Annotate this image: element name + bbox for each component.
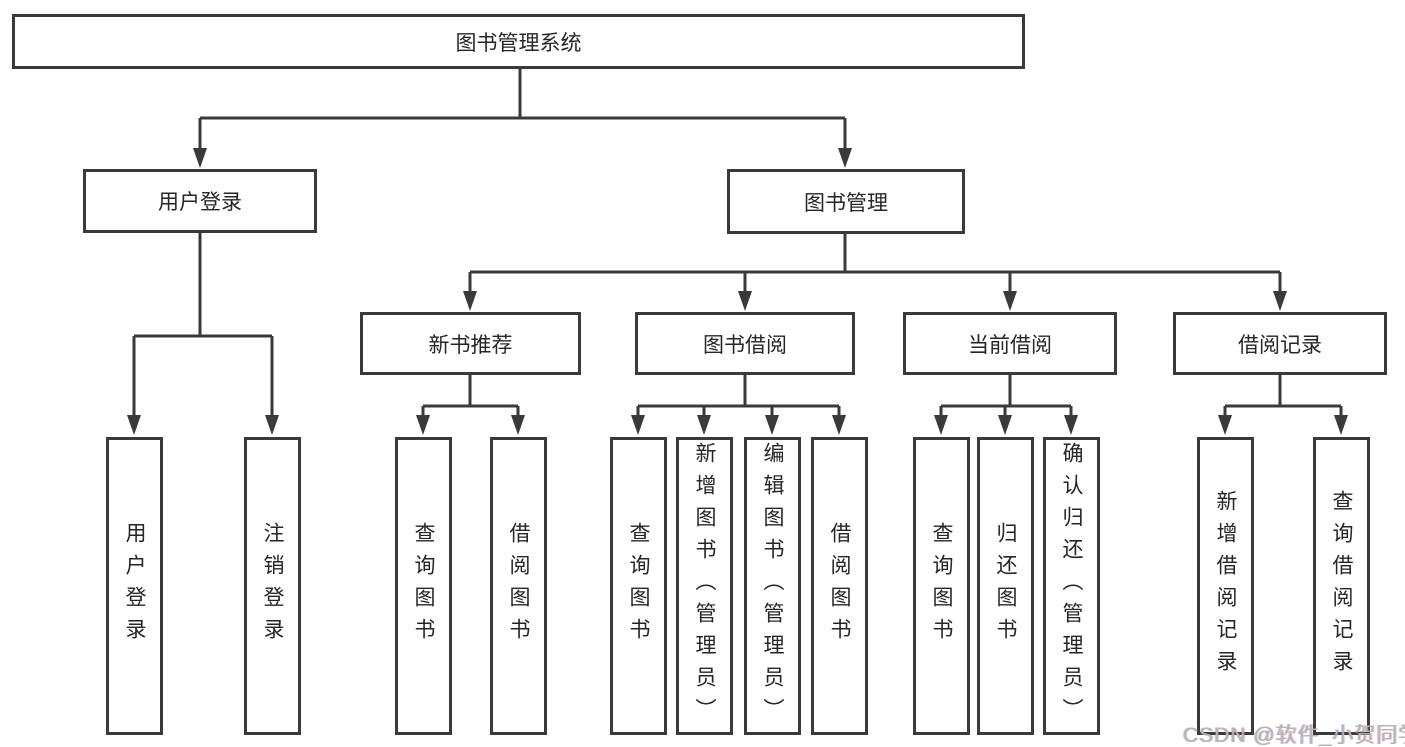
node-leaf-add-books-admin: 新增图书（管理员） [676,437,733,735]
arrowhead [631,415,645,435]
node-leaf-add-borrow-record: 新增借阅记录 [1197,437,1254,735]
node-book-management: 图书管理 [727,169,965,234]
node-leaf-query-books-current: 查询图书 [913,437,970,735]
arrowhead [1003,291,1017,311]
node-leaf-return-books: 归还图书 [977,437,1034,735]
arrowhead [127,415,141,435]
node-new-book-recommendation: 新书推荐 [360,312,581,375]
connector-newbook-children [416,375,525,435]
arrowhead [697,415,711,435]
arrowhead [1334,415,1348,435]
arrowhead [1273,291,1287,311]
arrowhead [1064,415,1078,435]
connector-user-login-children [127,233,279,435]
node-leaf-user-login: 用户登录 [106,437,163,735]
arrowhead [738,291,752,311]
node-leaf-borrow-books-recommendation: 借阅图书 [490,437,547,735]
arrowhead [265,415,279,435]
connector-borrowing-children [631,375,846,435]
arrowhead [511,415,525,435]
arrowhead [934,415,948,435]
connector-root-to-level2 [193,69,852,168]
arrowhead [193,148,207,168]
csdn-watermark: CSDN @软件_小贺同学 [1183,724,1405,747]
node-leaf-query-borrow-record: 查询借阅记录 [1313,437,1370,735]
node-leaf-query-books-recommendation: 查询图书 [395,437,452,735]
node-leaf-edit-books-admin: 编辑图书（管理员） [744,437,801,735]
node-user-login: 用户登录 [83,169,317,233]
node-leaf-confirm-return-admin: 确认归还（管理员） [1043,437,1100,735]
arrowhead [998,415,1012,435]
arrowhead [765,415,779,435]
arrowhead [832,415,846,435]
node-book-borrowing: 图书借阅 [635,312,855,375]
arrowhead [416,415,430,435]
connector-records-children [1218,375,1348,435]
arrowhead [838,148,852,168]
node-leaf-logout: 注销登录 [244,437,301,735]
connector-book-mgmt-to-level3 [463,234,1287,311]
connector-current-children [934,375,1078,435]
node-current-borrowing: 当前借阅 [903,312,1117,375]
node-library-management-system: 图书管理系统 [12,14,1025,69]
node-leaf-query-books-borrowing: 查询图书 [610,437,667,735]
arrowhead [463,291,477,311]
node-borrowing-records: 借阅记录 [1173,312,1387,375]
arrowhead [1218,415,1232,435]
node-leaf-borrow-books: 借阅图书 [811,437,868,735]
